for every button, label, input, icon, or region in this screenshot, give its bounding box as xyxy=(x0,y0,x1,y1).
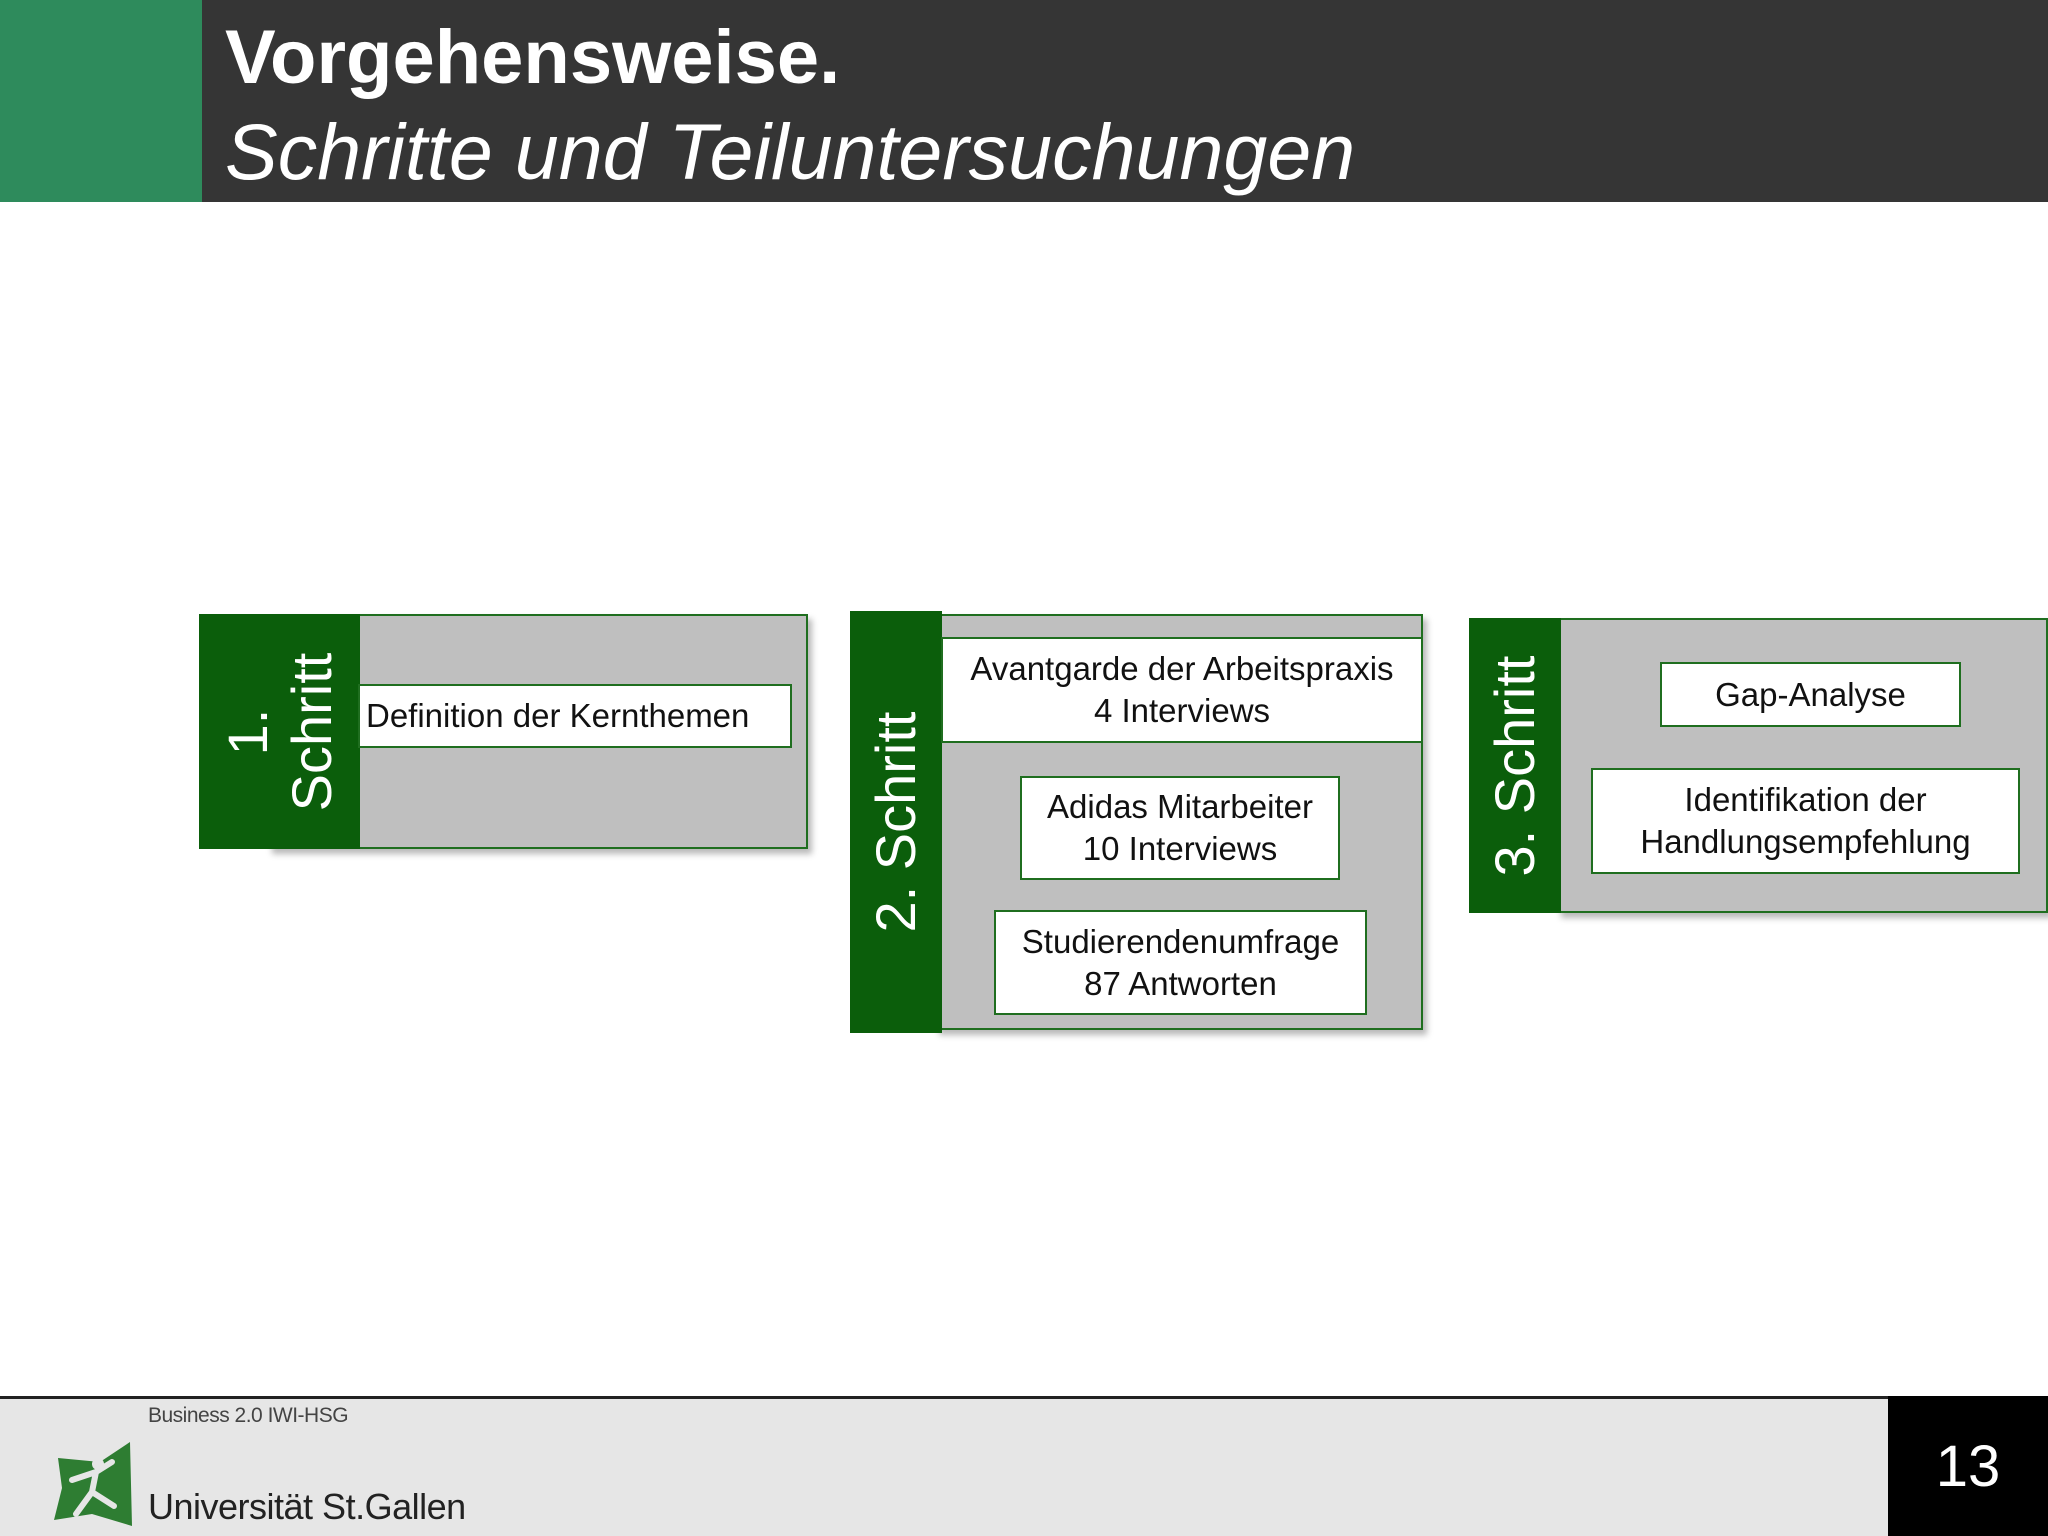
step-2-item-avantgarde: Avantgarde der Arbeitspraxis 4 Interview… xyxy=(941,637,1423,743)
slide-subtitle: Schritte und Teiluntersuchungen xyxy=(225,107,1356,196)
item-line: Adidas Mitarbeiter xyxy=(1047,788,1313,825)
header-bar xyxy=(202,0,2048,202)
page-number: 13 xyxy=(1888,1396,2048,1536)
item-line: Identifikation der xyxy=(1684,781,1927,818)
item-line: 4 Interviews xyxy=(1093,692,1271,729)
step-1-label: 1. Schritt xyxy=(216,652,344,811)
step-2-item-umfrage: Studierendenumfrage 87 Antworten xyxy=(994,910,1367,1015)
item-line: Definition der Kernthemen xyxy=(366,697,750,734)
step-2-label: 2. Schritt xyxy=(864,711,927,933)
step-2-item-adidas: Adidas Mitarbeiter 10 Interviews xyxy=(1020,776,1340,880)
footer-course-label: Business 2.0 IWI-HSG xyxy=(148,1404,349,1427)
step-3-item-gap-analyse: Gap-Analyse xyxy=(1660,662,1961,727)
header-accent-block xyxy=(0,0,202,202)
step-3-item-handlungsempfehlung: Identifikation der Handlungsempfehlung xyxy=(1591,768,2020,874)
item-line: Avantgarde der Arbeitspraxis xyxy=(970,650,1394,687)
footer-university-name: Universität St.Gallen xyxy=(148,1486,466,1527)
step-3-label-bar: 3. Schritt xyxy=(1469,618,1561,913)
step-1-item-kernthemen: Definition der Kernthemen xyxy=(358,684,792,748)
step-3-label: 3. Schritt xyxy=(1483,655,1546,876)
step-2-label-bar: 2. Schritt xyxy=(850,611,942,1033)
hsg-logo-icon xyxy=(54,1442,132,1526)
slide-title: Vorgehensweise. xyxy=(225,15,841,100)
step-1-label-text: Schritt xyxy=(279,652,343,811)
item-line: Studierendenumfrage xyxy=(1021,922,1340,960)
item-line: Handlungsempfehlung xyxy=(1640,823,1971,860)
step-1-label-number: 1. xyxy=(215,708,279,755)
footer-bar xyxy=(0,1396,1888,1536)
item-line: Gap-Analyse xyxy=(1715,675,1906,713)
step-1-label-bar: 1. Schritt xyxy=(199,614,360,849)
item-line: 87 Antworten xyxy=(1084,964,1277,1002)
item-line: 10 Interviews xyxy=(1082,830,1278,867)
